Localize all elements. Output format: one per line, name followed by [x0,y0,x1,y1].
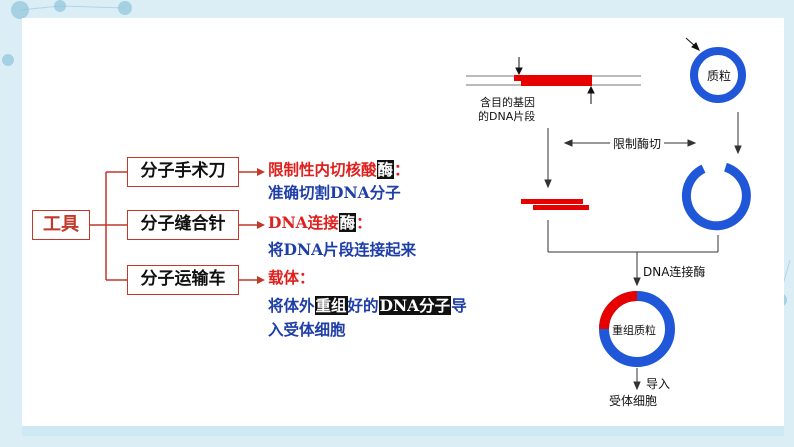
tool-root-box: 工具 [32,210,90,240]
recipient-cell-label: 受体细胞 [609,394,658,408]
cut-site-arrows [515,57,595,104]
gene-fragment-label-2: 的DNA片段 [478,110,536,123]
plasmid-ring [690,47,746,103]
ligase-title: DNA连接酶： [268,213,372,232]
restriction-cut-label: 限制酶切 [610,135,665,152]
vector-desc-line1: 将体外重组好的DNA分子导 [268,296,467,315]
molecular-vehicle-box: 分子运输车 [127,265,239,295]
cut-gene-fragment [521,199,589,210]
vector-desc-line2: 入受体细胞 [268,320,346,339]
recombinant-plasmid-label: 重组质粒 [612,324,656,337]
vector-title: 载体： [268,268,315,287]
flow-arrows [544,112,742,391]
plasmid-pointer-arrow [685,37,700,51]
slide-footer-bar [22,426,784,436]
opened-plasmid [681,162,751,231]
plasmid-label: 质粒 [707,69,732,83]
gene-fragment-label-1: 含目的基因 [480,96,535,109]
dna-fragment [466,75,641,86]
restriction-enzyme-title: 限制性内切核酸酶： [268,160,410,179]
ligase-step-label: DNA连接酶 [643,265,706,279]
molecular-suture-box: 分子缝合针 [127,210,239,240]
import-label: 导入 [646,377,671,391]
restriction-enzyme-desc: 准确切割DNA分子 [268,183,401,202]
molecular-scalpel-box: 分子手术刀 [127,157,239,187]
ligase-desc: 将DNA片段连接起来 [268,240,417,259]
recombinant-plasmid [599,291,675,367]
